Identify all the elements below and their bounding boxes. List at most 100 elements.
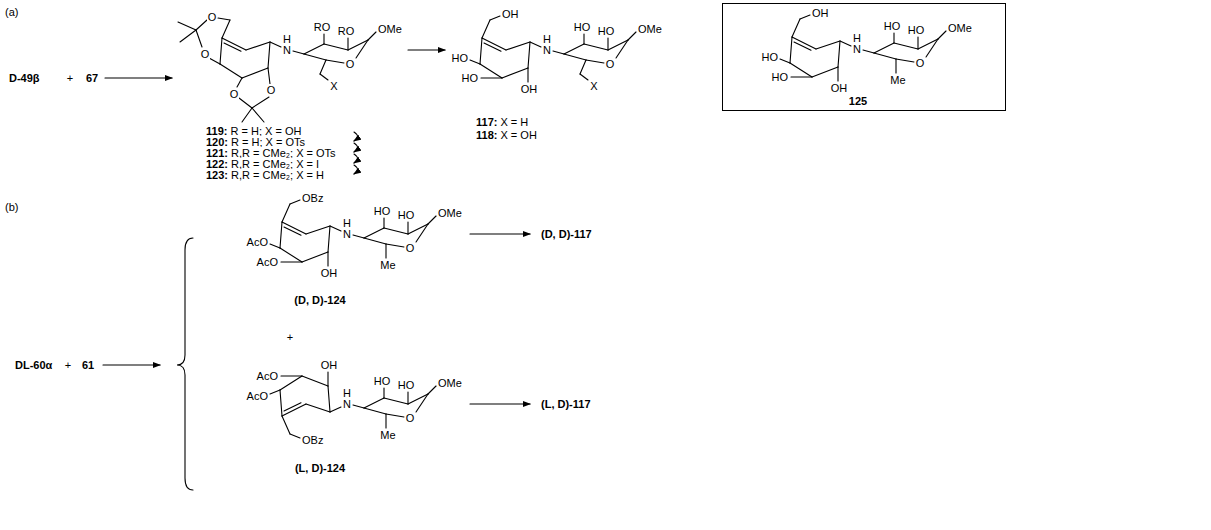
bond-line [353,216,436,247]
atom-label: OMe [637,23,663,36]
atom-label: RO [313,21,332,34]
bond-line [580,60,588,80]
atom-label: N [542,44,552,57]
compound-label: D-49β [8,72,41,85]
atom-label: O [207,11,218,24]
bond-line [178,18,270,122]
atom-label: HO [373,375,392,388]
atom-label: OH [520,83,539,96]
compound-label: (L, D)-124 [294,462,346,475]
boxed-compound: OHHOHOOHHNHOHOOMeOMe125 [722,3,1006,111]
atom-label: HO [573,21,592,34]
atom-label: OMe [437,207,463,220]
panel-letter: (a) [4,6,19,19]
plus-sign: + [286,331,294,344]
panel-letter: (b) [4,201,19,214]
plus-sign: + [64,359,72,372]
step-arrow [354,143,358,152]
atom-label: O [405,242,416,255]
structure-125 [780,15,946,81]
atom-label: O [229,88,240,101]
atom-label: HO [397,209,416,222]
structure-ld124 [270,372,436,438]
atom-label: AcO [246,390,269,403]
bond-line [280,376,341,434]
compound-number: 125 [848,95,868,108]
atom-label: O [345,58,356,71]
atom-label: OMe [377,23,403,36]
atom-label: HO [761,51,780,64]
reaction-arrow [408,49,445,50]
bond-line [353,386,436,417]
compound-number: 117: [476,116,497,128]
curly-brace [177,238,193,490]
structure-dd124 [270,200,436,266]
bond-line [293,32,376,63]
atom-label: N [282,44,292,57]
atom-label: OMe [947,22,973,35]
bond-line [896,59,897,73]
atom-label: N [342,228,352,241]
bond-line [386,414,387,428]
atom-label: Me [889,74,906,87]
atom-label: AcO [256,370,279,383]
bond-line [220,20,281,78]
compound-label: (L, D)-117 [540,398,592,411]
atom-label: OH [501,8,520,21]
compound-label: 123: R,R = CMe₂; X = H [205,169,325,182]
atom-label: HO [373,205,392,218]
compound-number: 118: [476,129,497,141]
reaction-arrow [470,233,530,234]
atom-label: OH [320,267,339,280]
atom-label: OMe [437,377,463,390]
step-arrow [354,165,358,174]
atom-label: HO [451,52,470,65]
atom-label: N [852,43,862,56]
atom-label: O [605,58,616,71]
bond-line [280,204,341,262]
bond-line [553,32,636,63]
atom-label: O [915,57,926,70]
atom-label: O [266,84,277,97]
atom-label: OH [320,359,339,372]
atom-label: O [200,48,211,61]
atom-label: HO [397,379,416,392]
atom-label: X [329,80,338,93]
structure-119 [178,18,376,122]
plus-sign: + [66,72,74,85]
structure-117 [470,16,636,82]
compound-label: 67 [85,72,99,85]
step-arrow [354,154,358,163]
compound-label: DL-60α [14,359,53,372]
substituent-list: X = H [497,116,528,128]
step-arrow [354,132,358,141]
compound-label: (D, D)-117 [540,228,593,241]
bond-line [863,31,946,62]
reaction-arrow [470,403,530,404]
compound-label: 61 [81,359,95,372]
compound-number: 123: [206,169,228,181]
atom-label: HO [771,71,790,84]
bond-line [270,372,341,438]
compound-label: 117: X = H [475,116,529,129]
substituent-list: R,R = CMe₂; X = H [228,169,324,181]
bond-line [790,19,851,77]
atom-label: HO [597,25,616,38]
atom-label: HO [907,24,926,37]
atom-label: HO [883,20,902,33]
bond-line [386,244,387,258]
atom-label: OH [830,82,849,95]
atom-label: AcO [256,256,279,269]
atom-label: O [405,412,416,425]
atom-label: Me [379,429,396,442]
substituent-list: X = OH [497,129,536,141]
reaction-arrow [103,364,160,365]
bond-line [320,60,328,80]
atom-label: OBz [301,434,324,447]
atom-label: OH [811,7,830,20]
atom-label: X [589,80,598,93]
compound-label: (D, D)-124 [293,294,346,307]
atom-label: AcO [246,236,269,249]
